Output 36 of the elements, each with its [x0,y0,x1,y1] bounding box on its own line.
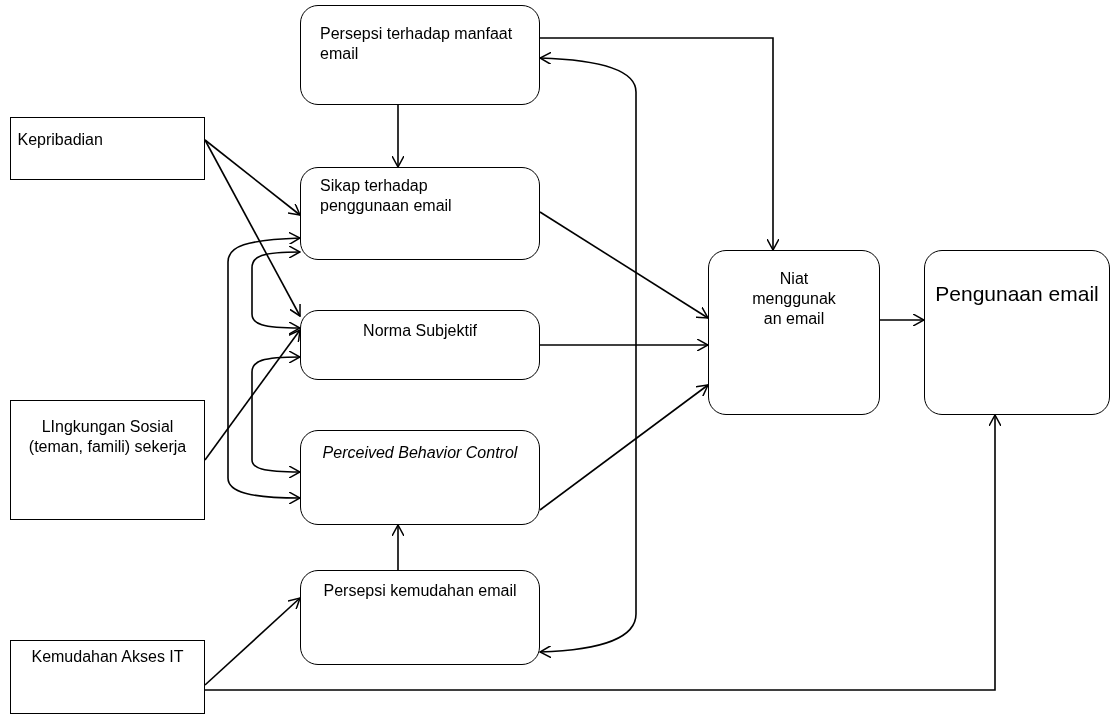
node-text: Persepsi kemudahan email [322,581,518,601]
rounded-box [708,250,880,415]
arrow [539,51,637,659]
rounded-box [300,5,540,105]
node-text: Persepsi terhadap manfaat email [320,24,514,64]
box [10,400,205,520]
arrow [251,245,301,335]
arrow [539,211,709,319]
node-text: Sikap terhadap penggunaan email [320,176,453,216]
rounded-box [300,167,540,260]
arrow [204,139,301,216]
box [10,640,205,714]
node-text: Norma Subjektif [362,321,478,341]
arrow [539,338,709,352]
box [10,117,205,180]
arrow [227,231,301,505]
node-text: Kemudahan Akses IT [30,647,185,667]
arrow [204,329,301,461]
arrow [879,313,925,327]
rounded-box [300,570,540,665]
arrow [251,350,301,479]
arrow [204,414,1002,691]
arrow [391,524,405,571]
arrow [539,37,780,251]
node-text: Kepribadian [17,130,104,150]
node-text: Niat menggunak an email [751,269,837,329]
rounded-box [924,250,1110,415]
arrow [539,384,709,511]
rounded-box [300,310,540,380]
node-text: Pengunaan email [934,281,1100,307]
rounded-box [300,430,540,525]
node-text: LIngkungan Sosial (teman, famili) sekerja [27,417,188,457]
arrow [204,139,301,317]
arrow [391,104,405,168]
arrow [204,597,301,686]
node-text: Perceived Behavior Control [321,443,519,463]
